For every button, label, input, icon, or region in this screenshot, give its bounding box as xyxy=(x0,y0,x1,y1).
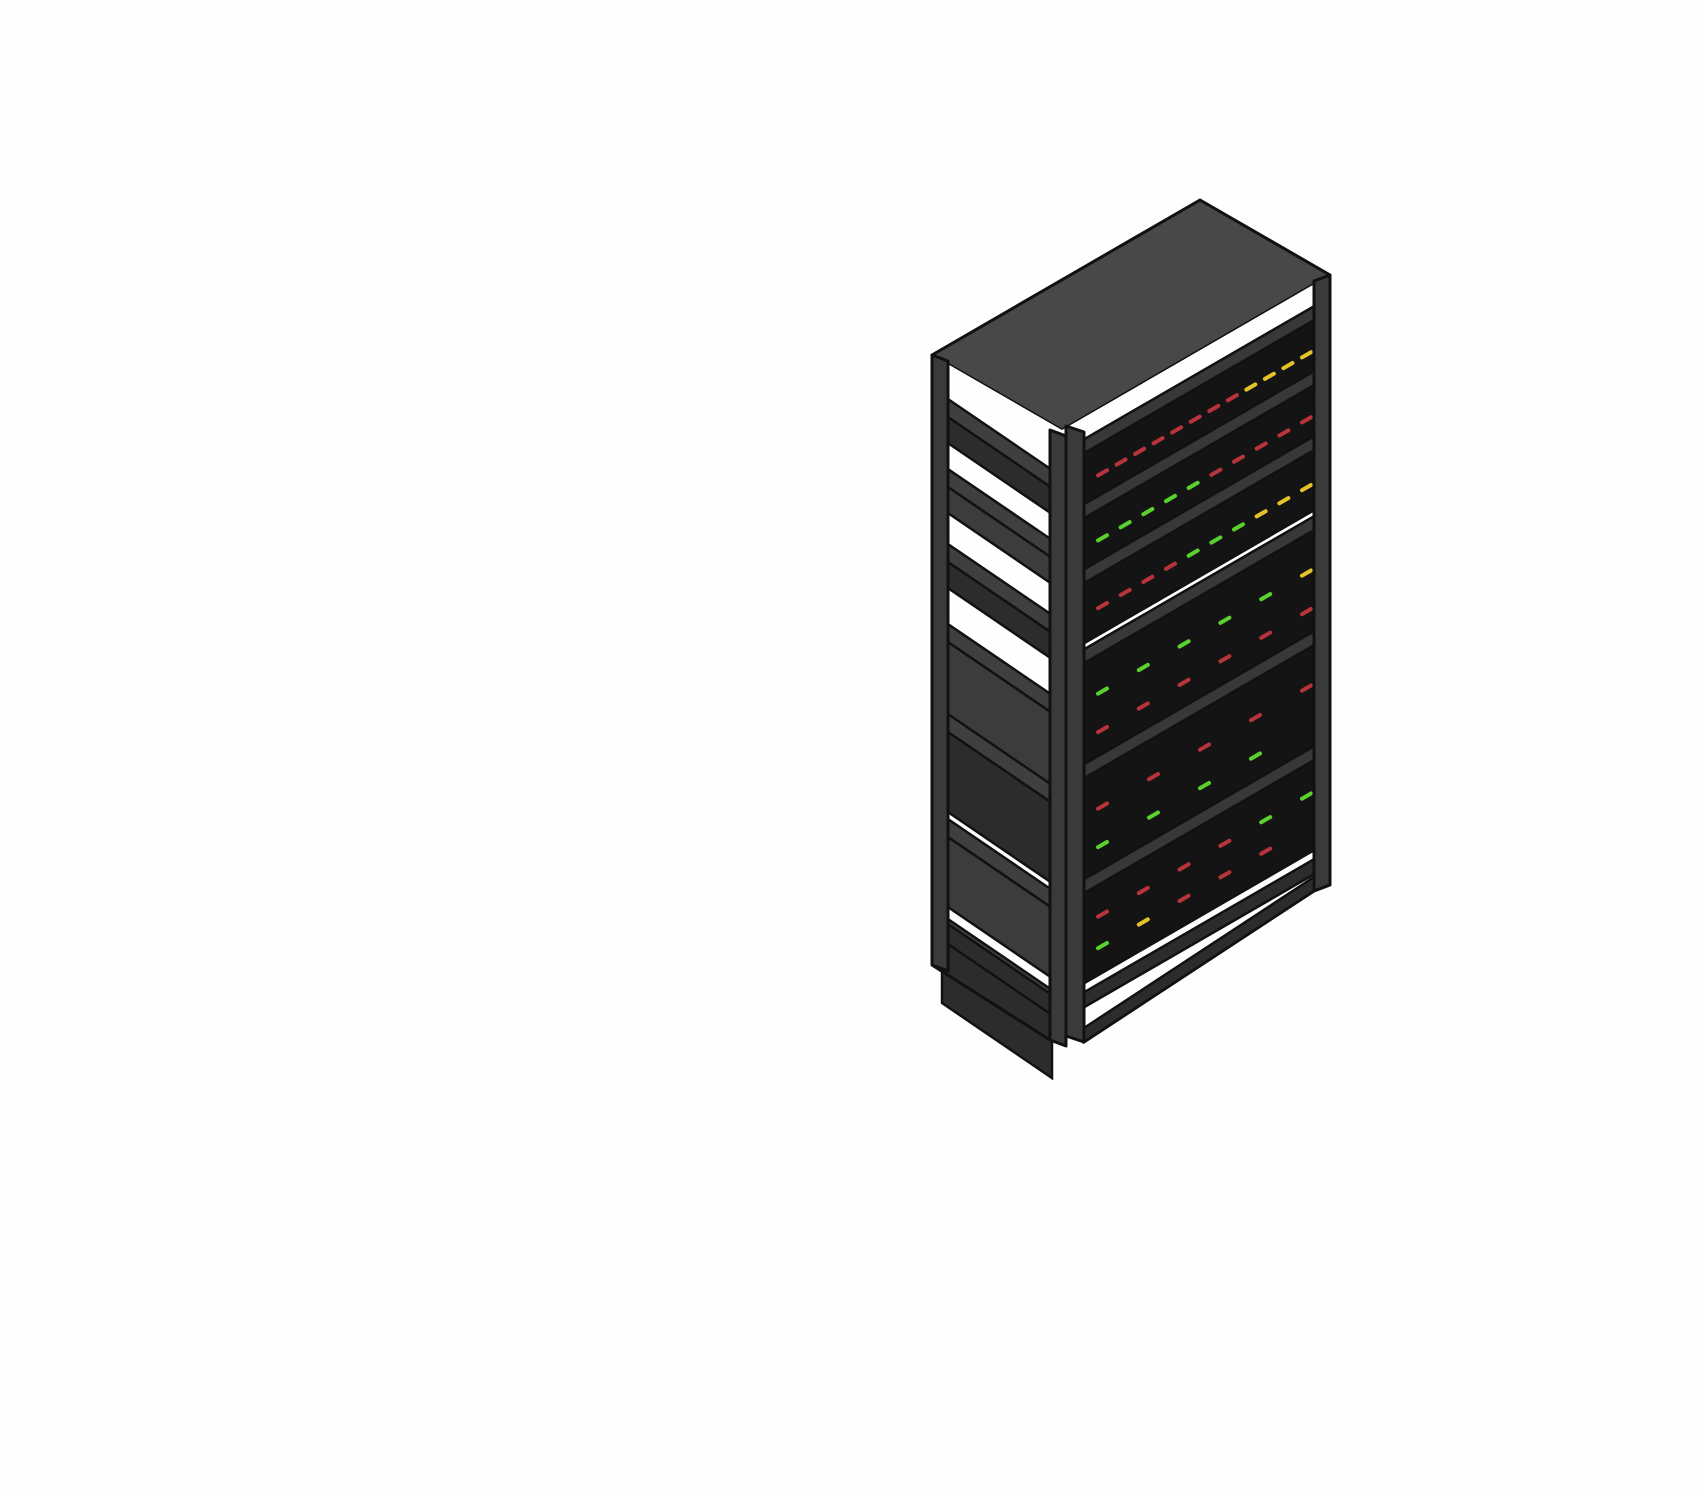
status-led-green xyxy=(1164,493,1177,504)
status-led-red xyxy=(1164,561,1177,571)
status-led-red xyxy=(1232,454,1245,464)
status-led-red xyxy=(1259,630,1273,640)
status-led-red xyxy=(1096,468,1109,478)
status-led-green xyxy=(1136,662,1150,673)
status-led-green xyxy=(1118,520,1132,530)
status-led-green xyxy=(1147,810,1160,820)
status-led-red xyxy=(1254,441,1268,451)
status-led-red xyxy=(1177,862,1191,872)
status-led-red xyxy=(1277,428,1291,438)
status-led-green xyxy=(1177,639,1191,649)
status-led-green xyxy=(1096,686,1109,696)
status-led-yellow xyxy=(1262,371,1276,381)
status-led-yellow xyxy=(1300,568,1313,578)
status-led-red xyxy=(1096,909,1109,919)
status-led-green xyxy=(1186,548,1200,558)
status-led-red xyxy=(1218,838,1232,848)
status-led-yellow xyxy=(1244,382,1258,392)
status-led-green xyxy=(1096,940,1109,951)
status-led-green xyxy=(1249,751,1262,761)
status-led-green xyxy=(1186,480,1200,490)
status-led-yellow xyxy=(1136,917,1150,927)
status-led-red xyxy=(1170,425,1184,435)
status-led-green xyxy=(1259,592,1273,602)
status-led-red xyxy=(1300,683,1313,693)
rack-frame xyxy=(930,273,1332,1048)
front-units xyxy=(1082,301,1320,1010)
status-led-red xyxy=(1300,415,1313,425)
status-led-green xyxy=(1096,533,1109,543)
status-led-red xyxy=(1209,467,1223,477)
status-led-green xyxy=(1232,522,1245,532)
status-led-red xyxy=(1177,893,1191,903)
rack-front-base-rail xyxy=(1082,874,1316,1045)
status-led-red xyxy=(1218,870,1232,880)
status-led-green xyxy=(1218,615,1232,625)
status-led-red xyxy=(1147,771,1160,782)
rack-post-front-right xyxy=(1312,273,1332,893)
status-led-green xyxy=(1300,791,1313,801)
status-led-yellow xyxy=(1277,496,1291,506)
status-led-red xyxy=(1114,457,1128,467)
status-led-red xyxy=(1133,446,1147,456)
rack-post-front-left-b xyxy=(1064,424,1086,1044)
status-led-red xyxy=(1177,677,1191,687)
status-led-yellow xyxy=(1281,360,1295,371)
status-led-red xyxy=(1136,701,1150,711)
status-led-green xyxy=(1198,780,1211,791)
status-led-green xyxy=(1209,535,1223,545)
status-led-red xyxy=(1300,606,1313,617)
status-led-red xyxy=(1096,600,1109,611)
status-led-red xyxy=(1136,885,1150,896)
status-led-yellow xyxy=(1254,509,1268,519)
status-led-red xyxy=(1207,403,1221,414)
server-rack xyxy=(930,198,1332,1081)
status-led-yellow xyxy=(1300,482,1313,493)
status-led-red xyxy=(1151,436,1165,446)
status-led-red xyxy=(1249,712,1262,723)
status-led-red xyxy=(1096,724,1109,735)
rack-post-front-left-a xyxy=(1048,428,1068,1048)
status-led-green xyxy=(1096,839,1109,850)
status-led-red xyxy=(1259,846,1273,856)
status-led-red xyxy=(1218,654,1232,664)
status-led-red xyxy=(1118,587,1132,598)
status-led-red xyxy=(1188,414,1202,424)
status-led-green xyxy=(1141,507,1155,517)
status-led-yellow xyxy=(1300,350,1313,360)
status-led-red xyxy=(1141,574,1155,584)
rack-post-back-left xyxy=(930,353,950,973)
status-led-red xyxy=(1225,393,1239,403)
status-led-green xyxy=(1259,815,1273,825)
rack-bottom-edge-left xyxy=(931,963,1051,1042)
status-led-red xyxy=(1096,801,1109,811)
status-led-red xyxy=(1198,742,1211,752)
